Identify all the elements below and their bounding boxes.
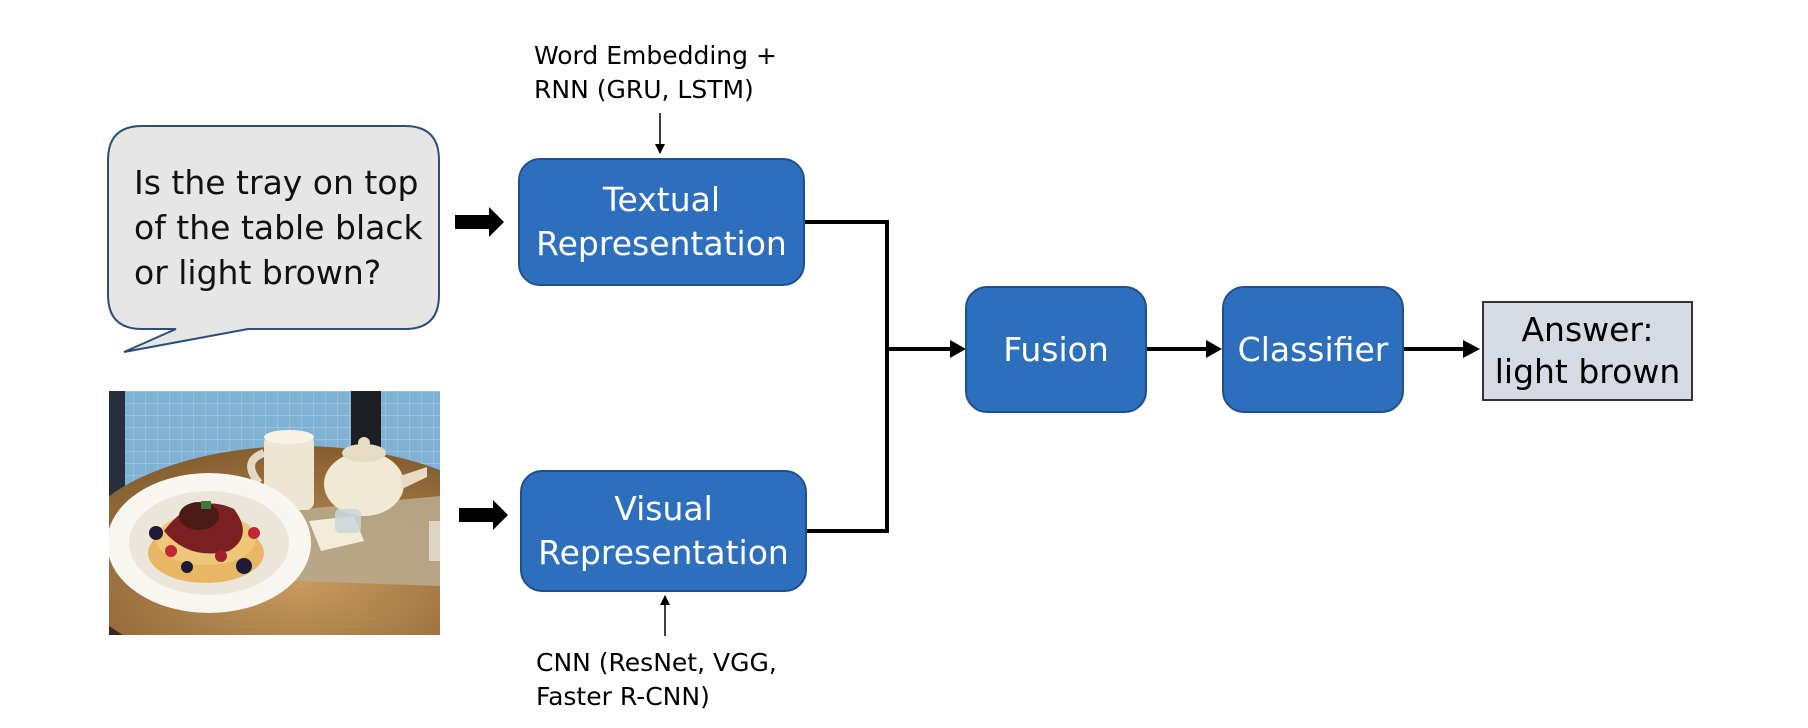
classifier-node: Classifier: [1222, 286, 1404, 413]
question-line: of the table black: [134, 208, 423, 247]
answer-value: light brown: [1494, 352, 1681, 391]
textual-to-fusion-connector: [805, 220, 889, 349]
image-input-arrow: [459, 500, 508, 530]
question-line: Is the tray on top: [134, 163, 419, 202]
note-line: RNN (GRU, LSTM): [534, 75, 754, 104]
food-photo-icon: [109, 391, 440, 635]
textual-representation-node: Textual Representation: [518, 158, 805, 286]
node-label: Representation: [538, 533, 789, 572]
fusion-node: Fusion: [965, 286, 1147, 413]
visual-to-fusion-connector: [807, 349, 889, 533]
answer-label: Answer:: [1521, 310, 1654, 349]
note-line: Faster R-CNN): [536, 682, 710, 711]
node-label: Classifier: [1237, 329, 1389, 369]
visual-representation-node: Visual Representation: [520, 470, 807, 592]
answer-arrowhead: [1463, 340, 1480, 358]
node-label: Textual: [602, 180, 721, 219]
fusion-arrowhead: [950, 340, 966, 358]
answer-box: Answer: light brown: [1482, 301, 1693, 401]
question-input-arrow: [455, 207, 504, 237]
note-line: Word Embedding +: [534, 41, 777, 70]
node-label: Fusion: [1003, 329, 1109, 369]
note-line: CNN (ResNet, VGG,: [536, 648, 777, 677]
text-encoder-note: Word Embedding + RNN (GRU, LSTM): [534, 39, 777, 107]
question-line: or light brown?: [134, 253, 382, 292]
node-label: Visual: [614, 489, 713, 528]
speech-bubble: [107, 125, 440, 353]
image-encoder-note: CNN (ResNet, VGG, Faster R-CNN): [536, 646, 777, 714]
question-text: Is the tray on top of the table black or…: [134, 160, 454, 295]
node-label: Representation: [536, 224, 787, 263]
classifier-arrowhead: [1206, 340, 1222, 358]
